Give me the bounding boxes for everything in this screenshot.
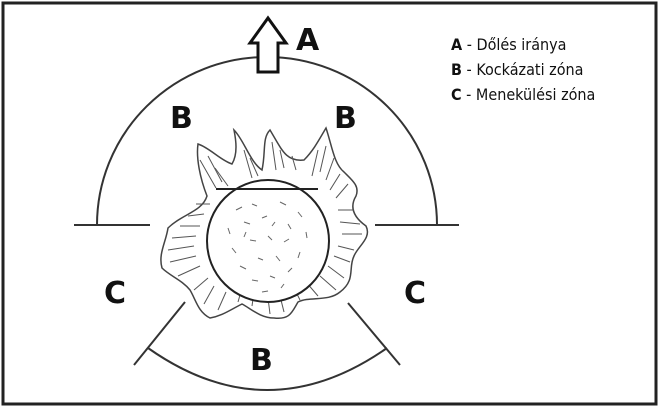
risk-zone-arc-bottom [147, 347, 388, 391]
zone-label-b-right: B [334, 101, 357, 136]
zone-label-b-left: B [170, 101, 193, 136]
zone-label-a: A [296, 23, 320, 58]
legend-item: C - Menekülési zóna [451, 82, 595, 107]
felling-direction-arrow-icon [247, 15, 289, 74]
zone-label-c-right: C [404, 276, 426, 311]
legend-text: Menekülési zóna [475, 85, 596, 104]
bottom-arc-edge-left [133, 301, 186, 366]
legend-text: Dőlés iránya [476, 35, 567, 54]
stump-cross-section [206, 179, 330, 303]
stump-icon [160, 126, 369, 320]
legend-key: B [451, 60, 462, 79]
legend-item: A - Dőlés iránya [451, 32, 595, 57]
legend-item: B - Kockázati zóna [451, 57, 595, 82]
legend-separator: - [462, 35, 477, 54]
legend-separator: - [461, 85, 476, 104]
legend-text: Kockázati zóna [476, 60, 584, 79]
zone-label-c-left: C [104, 276, 126, 311]
legend-key: C [451, 85, 462, 104]
zone-label-b-bottom: B [250, 343, 273, 378]
legend: A - Dőlés iránya B - Kockázati zóna C - … [451, 32, 595, 107]
bottom-arc-edge-right [347, 302, 401, 366]
legend-key: A [451, 35, 463, 54]
legend-separator: - [461, 60, 477, 79]
